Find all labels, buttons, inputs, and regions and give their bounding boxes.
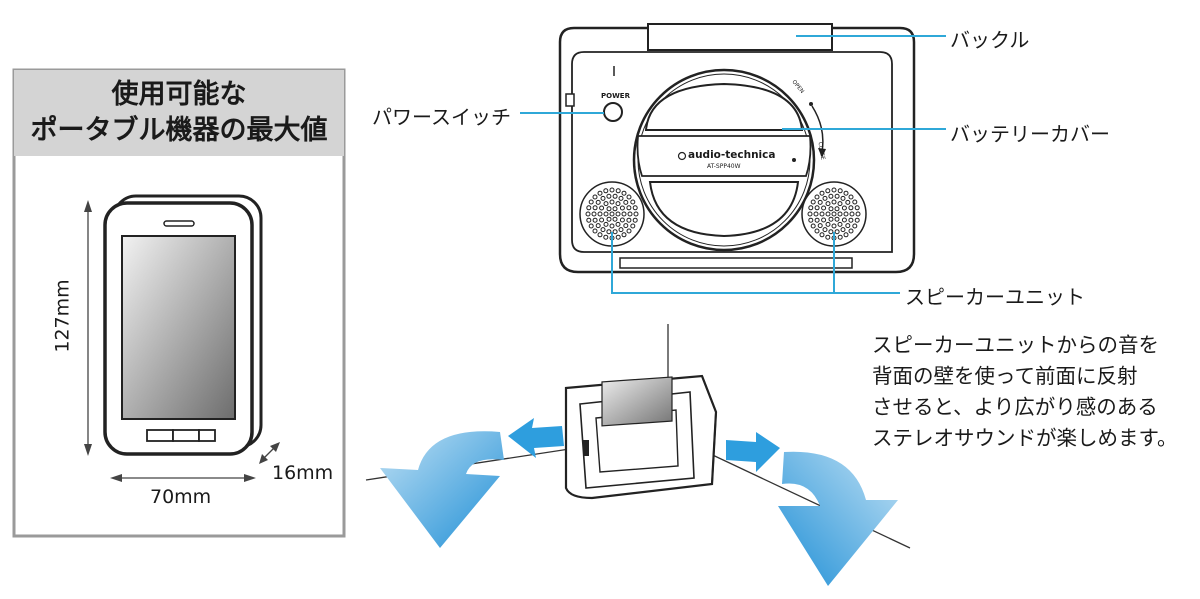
phone-button-left xyxy=(146,429,174,442)
callout-lines xyxy=(520,35,946,294)
model-label: AT-SPP40W xyxy=(707,163,741,170)
depth-arrow-a xyxy=(259,454,268,464)
device-inner-rim xyxy=(571,51,893,253)
depth-arrow-b xyxy=(270,442,280,452)
panel-title-block: 使用可能な ポータブル機器の最大値 xyxy=(14,70,344,156)
brand-logo-icon xyxy=(677,151,687,161)
curved-arrow-right-icon xyxy=(778,451,898,586)
callout-battery-cover: バッテリーカバー xyxy=(950,122,1110,146)
panel-title-line1: 使用可能な xyxy=(111,79,247,110)
description-line-1: スピーカーユニットからの音を xyxy=(872,333,1159,357)
callout-speaker-unit: スピーカーユニット xyxy=(905,285,1085,309)
power-label: POWER xyxy=(601,92,630,100)
panel-title-line2: ポータブル機器の最大値 xyxy=(30,115,328,146)
callout-buckle: バックル xyxy=(950,28,1030,52)
speaker-grille-left xyxy=(579,181,645,247)
arrow-left-icon xyxy=(508,418,564,458)
device-back-view xyxy=(558,23,916,274)
docked-phone xyxy=(601,376,673,427)
phone-screen xyxy=(121,235,236,420)
description-line-2: 背面の壁を使って前面に反射 xyxy=(872,364,1138,388)
bottom-slot xyxy=(619,257,853,269)
curved-arrow-left-icon xyxy=(380,431,504,548)
width-arrow-left xyxy=(110,474,122,482)
description-line-3: させると、より広がり感のある xyxy=(872,395,1158,419)
width-dimension-label: 70mm xyxy=(150,486,212,508)
brand-label: audio-technica xyxy=(688,149,776,161)
phone-button-right xyxy=(198,429,216,442)
description-text: スピーカーユニットからの音を 背面の壁を使って前面に反射 させると、より広がり感… xyxy=(872,330,1177,454)
battery-cover-band xyxy=(636,135,812,177)
battery-cover-grip-top xyxy=(644,82,804,131)
phone-button-center xyxy=(172,429,200,442)
power-switch xyxy=(603,102,623,122)
description-line-4: ステレオサウンドが楽しめます。 xyxy=(872,426,1178,450)
callout-line-speaker-left xyxy=(611,232,900,294)
speaker-grille-right xyxy=(801,181,867,247)
depth-dimension-label: 16mm xyxy=(272,462,334,484)
callout-power-switch: パワースイッチ xyxy=(372,105,511,129)
battery-cover-grip-bottom xyxy=(648,181,800,238)
phone-speaker-slot xyxy=(163,220,195,227)
height-dimension-label: 127mm xyxy=(51,279,74,353)
height-arrow-top xyxy=(84,200,92,212)
arrow-right-icon xyxy=(726,432,780,472)
height-arrow-bottom xyxy=(84,444,92,456)
width-arrow-right xyxy=(244,474,256,482)
room-scene xyxy=(365,324,911,586)
